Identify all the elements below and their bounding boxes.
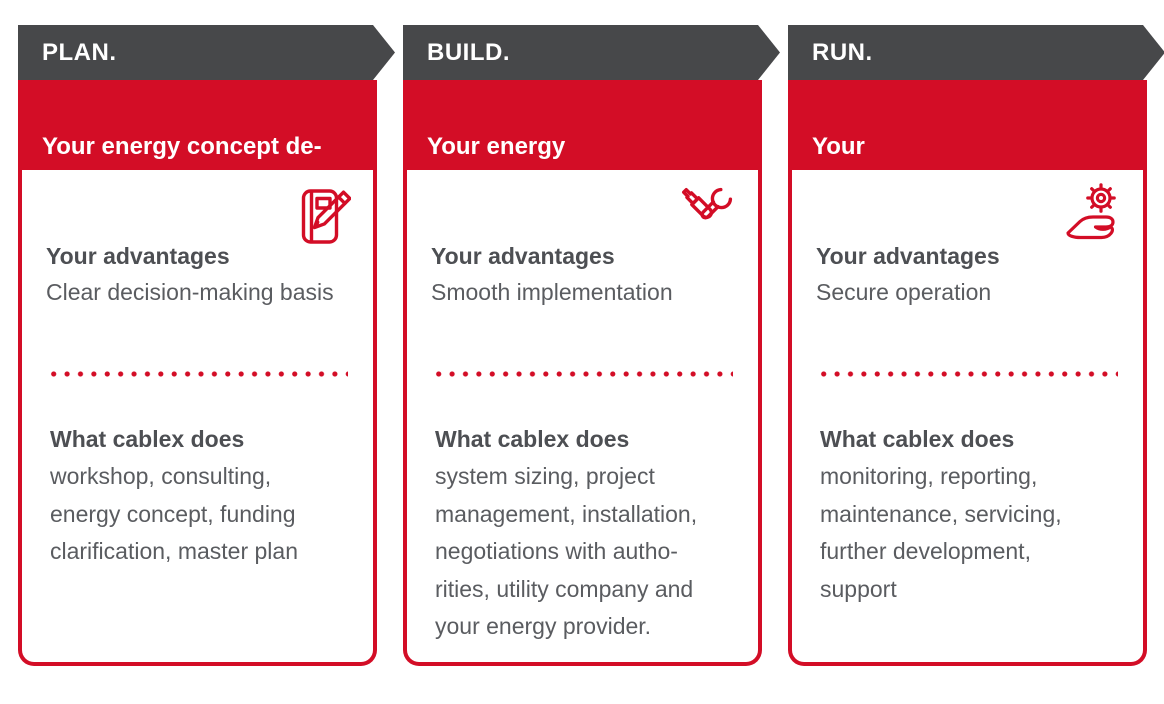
does-text: workshop, consulting, energy concept, fu…	[50, 463, 298, 564]
banner-plan: Your energy concept de- velopment.	[18, 80, 377, 197]
phase-label-run: RUN.	[812, 38, 873, 66]
gear-hand-icon	[1065, 182, 1121, 251]
advantages-text: Clear decision-making basis	[46, 279, 334, 305]
dotted-separator	[817, 371, 1118, 377]
advantages-title: Your advantages	[431, 243, 615, 269]
does-text: monitoring, reporting, maintenance, serv…	[820, 463, 1062, 602]
dotted-separator	[47, 371, 348, 377]
phase-header-plan: PLAN.	[18, 25, 395, 80]
card-run: Your advantages Secure operation What ca…	[788, 170, 1147, 666]
phase-column-run: RUN. Your service.	[788, 25, 1147, 666]
banner-run: Your service.	[788, 80, 1147, 197]
does-title: What cablex does	[435, 426, 630, 452]
phase-column-plan: PLAN. Your energy concept de- velopment.…	[18, 25, 377, 666]
phase-header-build: BUILD.	[403, 25, 780, 80]
tools-icon	[678, 182, 736, 247]
phase-header-run: RUN.	[788, 25, 1164, 80]
advantages-text: Smooth implementation	[431, 279, 673, 305]
advantages-title: Your advantages	[816, 243, 1000, 269]
card-plan: Your advantages Clear decision-making ba…	[18, 170, 377, 666]
banner-build: Your energy measures.	[403, 80, 762, 197]
card-lower-section: What cablex does monitoring, reporting, …	[820, 421, 1123, 608]
does-title: What cablex does	[820, 426, 1015, 452]
dotted-separator	[432, 371, 733, 377]
does-text: system sizing, project management, insta…	[435, 463, 698, 639]
card-build: Your advantages Smooth implementation Wh…	[403, 170, 762, 666]
phase-label-plan: PLAN.	[42, 38, 117, 66]
advantages-text: Secure operation	[816, 279, 992, 305]
card-lower-section: What cablex does system sizing, project …	[435, 421, 738, 646]
does-title: What cablex does	[50, 426, 245, 452]
phase-label-build: BUILD.	[427, 38, 510, 66]
notebook-pencil-icon	[301, 182, 352, 253]
card-lower-section: What cablex does workshop, consulting, e…	[50, 421, 353, 571]
advantages-title: Your advantages	[46, 243, 230, 269]
phase-column-build: BUILD. Your energy measures. Your advant	[403, 25, 762, 666]
